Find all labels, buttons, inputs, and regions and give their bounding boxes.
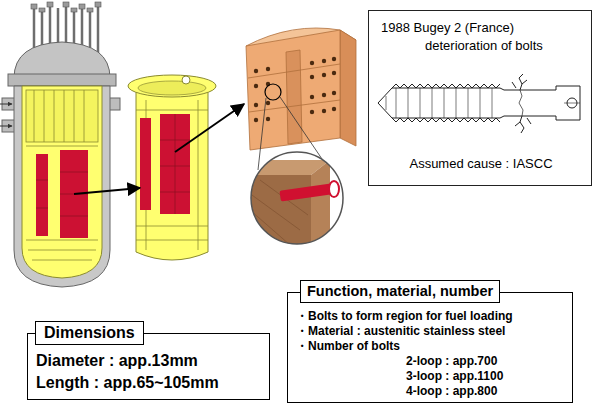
spec-box: ・Bolts to form region for fuel loading・M… <box>287 292 573 403</box>
heading-text: Function, material, number <box>307 282 493 301</box>
dimension-value: Diameter : app.13mm <box>36 350 263 372</box>
bolt-count: 2-loop : app.700 <box>296 354 566 369</box>
bolt-count: 4-loop : app.800 <box>296 384 566 399</box>
dimension-value: Length : app.65~105mm <box>36 372 263 394</box>
section-heading: Function, material, number <box>300 280 500 303</box>
section-heading: Dimensions <box>35 321 144 345</box>
baffle-plate <box>246 28 356 170</box>
bolt-count: 3-loop : app.1100 <box>296 369 566 384</box>
spec-line: ・Number of bolts <box>296 339 566 354</box>
spec-line: ・Material : austenitic stainless steel <box>296 324 566 339</box>
spec-line: ・Bolts to form region for fuel loading <box>296 309 566 324</box>
core-barrel <box>128 75 216 260</box>
incident-box: 1988 Bugey 2 (France) deterioration of b… <box>368 10 592 186</box>
heading-text: Dimensions <box>44 323 135 343</box>
cracked-bolt <box>378 74 580 133</box>
incident-caption: 1988 Bugey 2 (France) deterioration of b… <box>381 19 581 55</box>
cause-note: Assumed cause : IASCC <box>381 155 581 173</box>
reactor-vessel <box>0 2 120 287</box>
bolt-inset <box>240 152 343 255</box>
